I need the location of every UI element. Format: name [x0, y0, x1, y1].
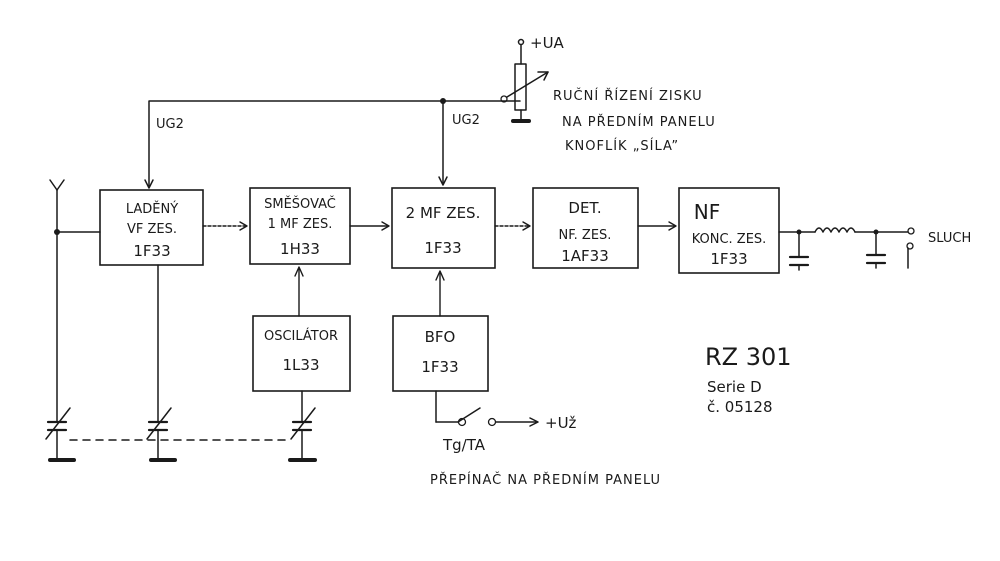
block-af-output-tube: 1F33 [710, 250, 747, 268]
headphone-jack-top [907, 227, 915, 235]
switch-contact-left [457, 417, 467, 427]
ug2-right-label: UG2 [452, 113, 480, 128]
block-oscillator: OSCILÁTOR 1L33 [252, 315, 351, 392]
gain-potentiometer [506, 38, 549, 123]
model-label: RZ 301 Serie D č. 05128 [705, 343, 792, 416]
block-bfo-tube: 1F33 [421, 358, 458, 376]
headphone-jack-bottom [906, 242, 914, 250]
block-second-if-amp: 2 MF ZES. 1F33 [391, 187, 496, 269]
switch-contact-right [487, 417, 497, 427]
block-detector-tube: 1AF33 [561, 247, 609, 265]
model-serial: č. 05128 [707, 398, 773, 416]
gain-note-line3: KNOFLÍK „SÍLA” [565, 138, 679, 154]
block-tuned-rf-line2: VF ZES. [127, 222, 177, 237]
wiper-terminal [500, 95, 508, 103]
block-mixer: SMĚŠOVAČ 1 MF ZES. 1H33 [249, 187, 351, 265]
switch-tg-ta-label: Tg/TA [442, 436, 486, 454]
block-bfo: BFO 1F33 [392, 315, 489, 392]
block-oscillator-tube: 1L33 [283, 356, 320, 374]
signal-path-arrows [202, 221, 677, 317]
block-mixer-line1: SMĚŠOVAČ [264, 196, 336, 212]
block-oscillator-line1: OSCILÁTOR [264, 328, 338, 344]
model-series: Serie D [707, 378, 762, 396]
ug2-junction-dot [440, 98, 446, 104]
output-filter [778, 227, 909, 271]
gain-note-line2: NA PŘEDNÍM PANELU [562, 114, 716, 130]
model-name: RZ 301 [705, 343, 792, 371]
block-af-output-amp: NF KONC. ZES. 1F33 [678, 187, 780, 274]
block-second-if-tube: 1F33 [424, 239, 461, 257]
block-tuned-rf-line1: LADĚNÝ [126, 201, 178, 217]
headphones-label: SLUCH [928, 231, 971, 246]
block-detector: DET. NF. ZES. 1AF33 [532, 187, 639, 269]
switch-panel-note: PŘEPÍNAČ NA PŘEDNÍM PANELU [430, 472, 661, 488]
block-tuned-rf-amp: LADĚNÝ VF ZES. 1F33 [99, 189, 204, 266]
block-detector-line1: DET. [568, 199, 601, 217]
tuning-capacitors [45, 231, 317, 462]
ug2-bus [144, 100, 521, 189]
block-detector-line2: NF. ZES. [559, 228, 612, 243]
block-tuned-rf-tube: 1F33 [133, 242, 170, 260]
block-mixer-tube: 1H33 [280, 240, 320, 258]
antenna-symbol [49, 179, 101, 233]
block-mixer-line2: 1 MF ZES. [268, 217, 333, 232]
block-second-if-line1: 2 MF ZES. [406, 204, 481, 222]
gain-note-line1: RUČNÍ ŘÍZENÍ ZISKU [553, 88, 703, 104]
block-af-output-line2: KONC. ZES. [692, 232, 767, 247]
block-af-output-line1: NF [694, 200, 720, 224]
block-bfo-line1: BFO [425, 328, 456, 346]
bfo-switch [435, 390, 539, 427]
supply-uz-label: +Už [545, 414, 577, 432]
supply-ua-label: +UA [530, 34, 565, 52]
filter-junction-dot [796, 229, 802, 235]
filter-junction-dot [873, 229, 879, 235]
ug2-left-label: UG2 [156, 117, 184, 132]
